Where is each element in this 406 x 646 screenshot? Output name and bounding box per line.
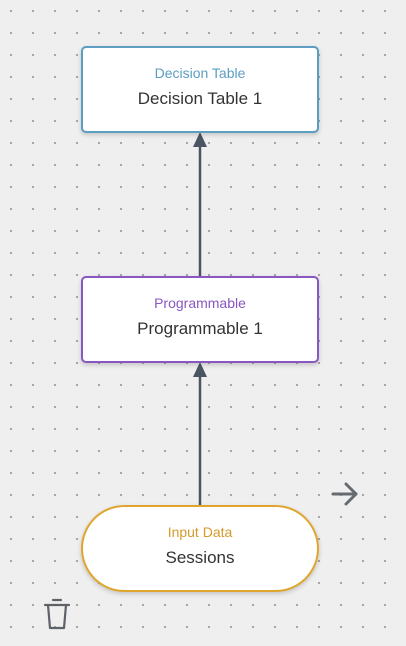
node-name: Decision Table 1 bbox=[137, 89, 263, 108]
edge-input-to-programmable[interactable] bbox=[193, 362, 207, 505]
node-name: Sessions bbox=[165, 548, 235, 567]
arrow-right-icon[interactable] bbox=[330, 481, 360, 507]
decision-table-node[interactable]: Decision Table Decision Table 1 bbox=[81, 46, 319, 133]
trash-icon[interactable] bbox=[43, 597, 71, 631]
node-type-label: Programmable bbox=[154, 295, 246, 311]
node-type-label: Decision Table bbox=[154, 65, 246, 81]
programmable-node[interactable]: Programmable Programmable 1 bbox=[81, 276, 319, 363]
edge-arrowhead bbox=[193, 132, 207, 147]
input-data-node[interactable]: Input Data Sessions bbox=[81, 505, 319, 592]
edge-arrowhead bbox=[193, 362, 207, 377]
node-name: Programmable 1 bbox=[137, 319, 263, 338]
edge-programmable-to-decision-table[interactable] bbox=[193, 132, 207, 276]
node-type-label: Input Data bbox=[167, 524, 233, 540]
